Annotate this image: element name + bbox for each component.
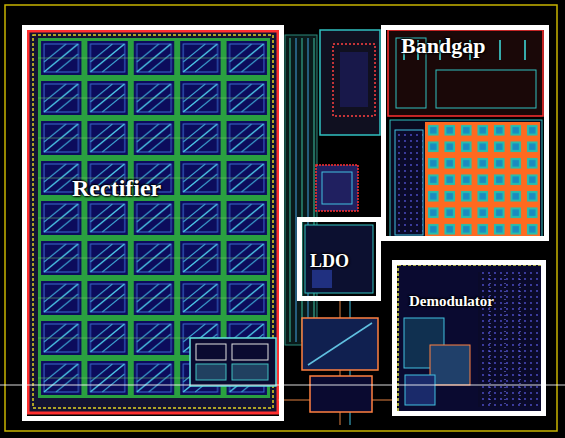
middle-blocks bbox=[322, 172, 352, 204]
rectifier-layout bbox=[38, 38, 270, 398]
middle-blocks bbox=[320, 30, 380, 135]
bandgap-layout bbox=[388, 30, 543, 240]
rectifier-layout bbox=[28, 31, 278, 413]
block-label: Bandgap bbox=[401, 34, 485, 58]
chip-block: LDO bbox=[297, 217, 381, 301]
middle-blocks bbox=[310, 376, 372, 412]
middle-blocks bbox=[340, 52, 368, 107]
bandgap-layout bbox=[436, 70, 536, 108]
chip-block: Demodulator bbox=[392, 260, 546, 416]
middle-blocks bbox=[316, 165, 358, 211]
bandgap-layout bbox=[425, 122, 540, 237]
demodulator-layout bbox=[398, 265, 543, 413]
chip-block: Rectifier bbox=[22, 25, 284, 421]
middle-blocks bbox=[302, 318, 378, 370]
bandgap-layout bbox=[390, 120, 542, 240]
block-label: Rectifier bbox=[72, 175, 161, 201]
bandgap-layout bbox=[524, 40, 526, 60]
rectifier-layout bbox=[196, 364, 226, 380]
die-frame bbox=[5, 5, 557, 431]
demodulator-layout bbox=[478, 272, 538, 407]
demodulator-layout bbox=[405, 375, 435, 405]
block-label: Demodulator bbox=[409, 293, 494, 310]
chip-block: Bandgap bbox=[381, 25, 549, 241]
rectifier-layout bbox=[190, 338, 276, 386]
routing-wires bbox=[290, 38, 291, 342]
rectifier-layout bbox=[28, 31, 278, 413]
middle-blocks bbox=[312, 270, 332, 288]
bandgap-layout bbox=[395, 130, 423, 235]
rectifier-layout bbox=[232, 344, 268, 360]
demodulator-layout bbox=[398, 265, 543, 413]
middle-blocks bbox=[308, 323, 372, 365]
rectifier-layout bbox=[196, 344, 226, 360]
demodulator-layout bbox=[430, 345, 470, 385]
rectifier-layout bbox=[232, 364, 268, 380]
bandgap-layout bbox=[499, 40, 501, 60]
middle-blocks bbox=[333, 44, 375, 116]
middle-blocks bbox=[305, 225, 373, 293]
block-label: LDO bbox=[310, 252, 349, 272]
bandgap-layout bbox=[388, 30, 543, 116]
